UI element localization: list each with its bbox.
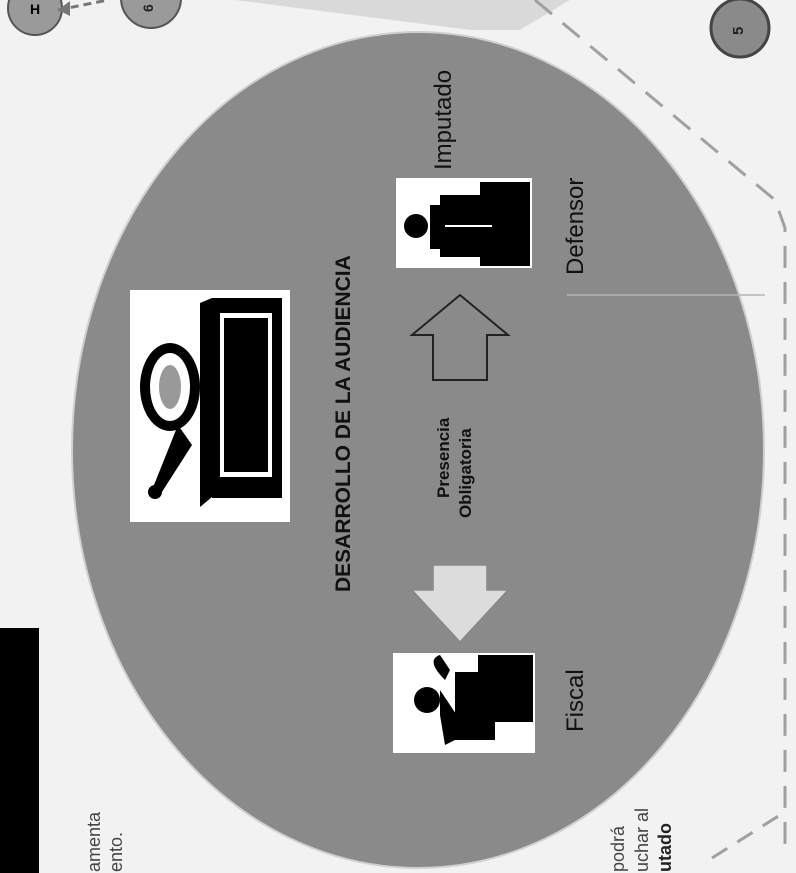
- step-circle-h-label: H: [30, 1, 40, 17]
- defensor-label: Defensor: [562, 178, 590, 275]
- presence-line-2: Obligatoria: [456, 428, 476, 518]
- imputado-label: Imputado: [430, 70, 458, 170]
- step-number-6: 6: [140, 4, 156, 12]
- judge-icon: [130, 290, 290, 522]
- fiscal-label: Fiscal: [562, 669, 590, 732]
- background-fan: [235, 0, 570, 30]
- side-text-3: podrá: [608, 826, 629, 872]
- audience-title: DESARROLLO DE LA AUDIENCIA: [332, 255, 356, 592]
- side-text-5: utado: [655, 823, 676, 872]
- step-number-5: 5: [730, 27, 747, 35]
- dashed-border-bottom: [712, 815, 780, 858]
- side-text-2: ento.: [106, 832, 127, 872]
- black-side-bar: [0, 628, 39, 873]
- side-text-4: uchar al: [632, 808, 653, 872]
- presence-line-1: Presencia: [434, 418, 454, 498]
- fiscal-icon: [393, 653, 535, 753]
- imputado-icon: [396, 178, 532, 268]
- step-circle-h: H: [8, 0, 62, 35]
- side-text-1: amenta: [84, 812, 105, 872]
